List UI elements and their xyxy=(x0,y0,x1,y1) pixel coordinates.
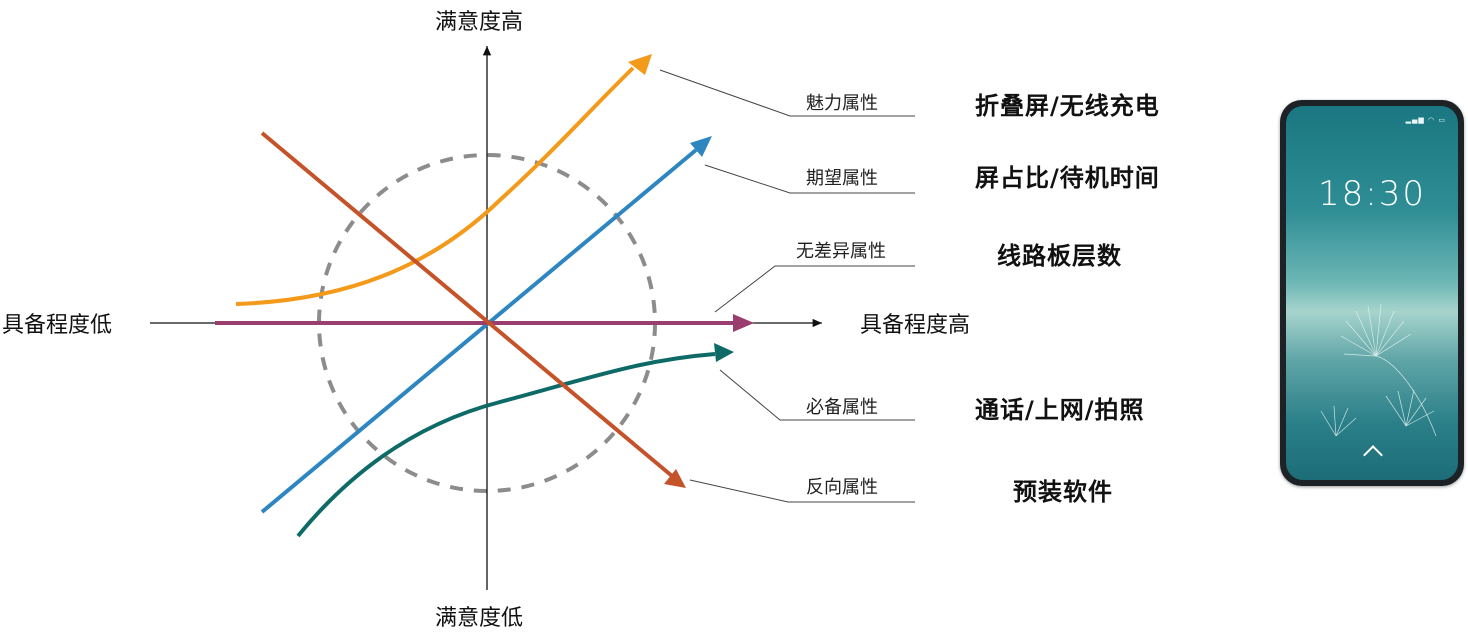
category-label: 期望属性 xyxy=(806,168,878,189)
indifferent-arrowhead xyxy=(733,314,754,332)
example-label: 通话/上网/拍照 xyxy=(975,396,1145,424)
signal-icon: ▂▄▆ xyxy=(1405,116,1425,124)
leader-line-attractive xyxy=(659,69,915,117)
example-label: 折叠屏/无线充电 xyxy=(975,92,1160,120)
reverse-line xyxy=(260,131,674,478)
wifi-icon: ◠ xyxy=(1428,116,1436,124)
x-axis-left-label: 具备程度低 xyxy=(2,313,113,338)
example-label: 预装软件 xyxy=(1013,478,1113,506)
leader-line-must-be xyxy=(719,369,915,421)
dandelion-wallpaper xyxy=(1320,303,1437,437)
expected-arrowhead xyxy=(690,136,712,157)
category-label: 必备属性 xyxy=(806,397,878,418)
y-axis-bottom-label: 满意度低 xyxy=(435,606,524,631)
category-label: 无差异属性 xyxy=(796,241,886,262)
y-axis-top-label: 满意度高 xyxy=(435,10,524,35)
phone-screen: ▂▄▆ ◠ ▭ 18:30 xyxy=(1286,106,1458,480)
leader-line-reverse xyxy=(689,479,915,503)
attractive-arrowhead xyxy=(628,54,652,75)
attractive-curve xyxy=(235,66,635,306)
status-bar: ▂▄▆ ◠ ▭ xyxy=(1406,116,1446,124)
reverse-arrowhead xyxy=(664,469,686,488)
must-be-arrowhead xyxy=(714,343,734,362)
example-label: 线路板层数 xyxy=(997,242,1122,270)
must-be-curve xyxy=(296,352,716,538)
category-label: 魅力属性 xyxy=(806,93,878,114)
leader-line-indifferent xyxy=(714,265,915,313)
expected-line xyxy=(260,148,698,514)
battery-icon: ▭ xyxy=(1438,116,1446,124)
curves xyxy=(215,54,754,538)
lockscreen-clock: 18:30 xyxy=(1318,174,1426,214)
x-axis-right-label: 具备程度高 xyxy=(860,313,971,338)
category-label: 反向属性 xyxy=(806,477,878,498)
leader-line-expected xyxy=(704,164,915,194)
leader-lines xyxy=(659,69,915,503)
example-label: 屏占比/待机时间 xyxy=(975,164,1160,192)
phone-illustration: ▂▄▆ ◠ ▭ 18:30 xyxy=(1280,100,1464,486)
